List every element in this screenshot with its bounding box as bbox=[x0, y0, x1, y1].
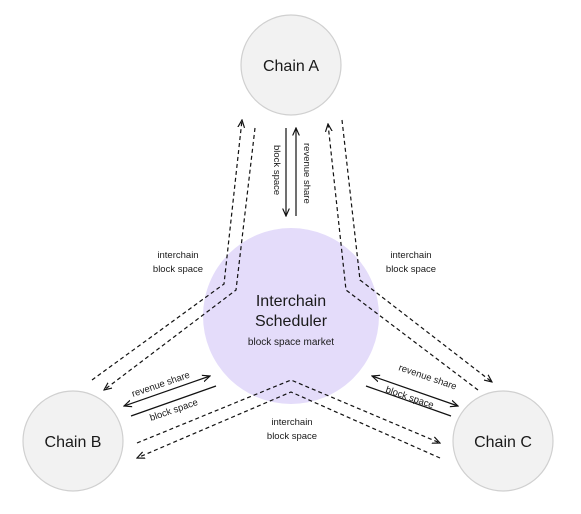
label-interchain-bc-line1: interchain bbox=[271, 417, 312, 428]
label-block-space-c: block space bbox=[384, 384, 435, 411]
label-block-space-a: block space bbox=[271, 145, 282, 195]
dashed-path-a-to-c bbox=[341, 119, 492, 382]
label-interchain-ab-line2: block space bbox=[153, 264, 203, 275]
arrow-block-space-c bbox=[365, 385, 452, 417]
label-interchain-ab-line1: interchain bbox=[157, 250, 198, 261]
node-chain-c[interactable]: Chain C bbox=[452, 390, 554, 492]
label-revenue-share-a: revenue share bbox=[301, 143, 312, 204]
arrow-revenue-share-c bbox=[372, 376, 458, 406]
dashed-path-b-to-c bbox=[136, 379, 440, 443]
node-chain-a[interactable]: Chain A bbox=[240, 14, 342, 116]
arrow-revenue-share-b bbox=[130, 385, 217, 417]
node-chain-b[interactable]: Chain B bbox=[22, 390, 124, 492]
arrow-block-space-b bbox=[124, 376, 210, 406]
hub-title-line1: Interchain bbox=[256, 293, 326, 310]
label-interchain-ac-line1: interchain bbox=[390, 250, 431, 261]
hub-subtitle: block space market bbox=[248, 337, 334, 348]
scheduler-hub bbox=[203, 228, 379, 404]
chain-a-label: Chain A bbox=[263, 58, 319, 75]
label-revenue-share-b: revenue share bbox=[130, 370, 191, 400]
label-interchain-ac-line2: block space bbox=[386, 264, 436, 275]
hub-title-line2: Scheduler bbox=[255, 313, 328, 330]
dashed-path-a-to-b bbox=[104, 127, 256, 390]
chain-b-label: Chain B bbox=[45, 434, 102, 451]
dashed-path-c-to-b bbox=[137, 391, 441, 458]
label-interchain-bc-line2: block space bbox=[267, 431, 317, 442]
chain-c-label: Chain C bbox=[474, 434, 532, 451]
dashed-path-b-to-a bbox=[91, 120, 242, 381]
dashed-path-c-to-a bbox=[328, 124, 479, 391]
